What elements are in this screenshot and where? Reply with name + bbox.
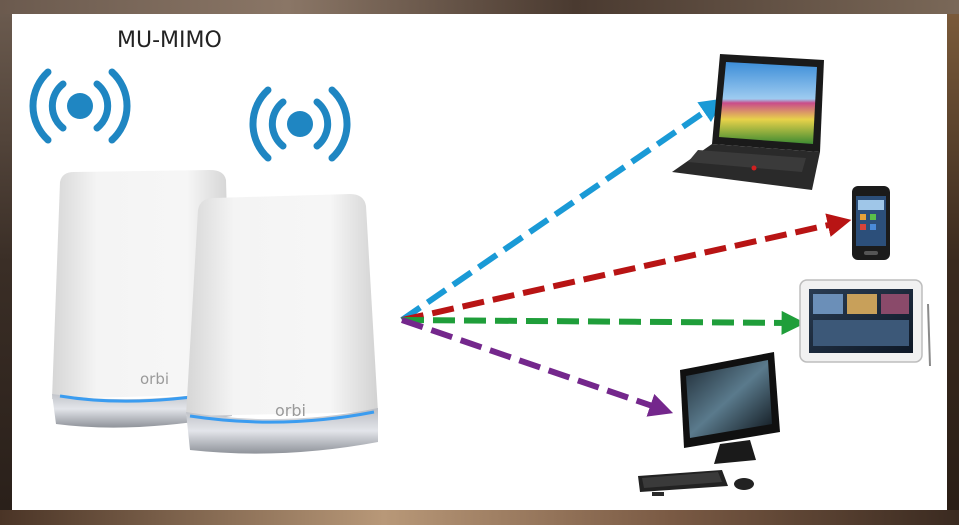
diagram-title: MU-MIMO [117,28,222,53]
arrow-to-desktop [401,317,674,417]
wifi-signal-icon [29,68,131,144]
background-right-edge [947,14,959,510]
diagram-svg: orbi orbi [29,54,931,496]
wifi-signal-icon [249,86,351,162]
background-bottom-edge [0,510,959,525]
laptop-icon [672,54,824,190]
slide-canvas: MU-MIMO [12,14,947,510]
background-top-edge [0,0,959,14]
smartphone-icon [852,186,890,260]
arrow-to-tablet [401,310,806,335]
desktop-computer-icon [638,352,780,496]
tablet-icon [799,279,931,367]
arrow-to-smartphone [401,213,852,323]
background-left-edge [0,14,12,510]
arrow-to-laptop [400,98,724,323]
router-back-label: orbi [140,370,169,388]
router-front: orbi [186,194,378,454]
router-front-label: orbi [275,401,306,420]
